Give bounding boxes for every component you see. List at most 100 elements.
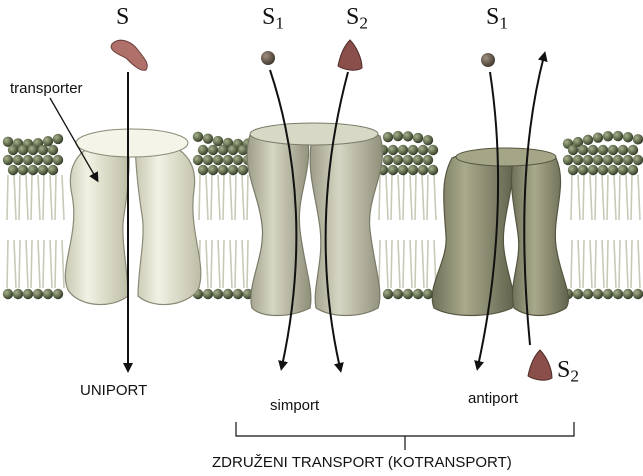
lipid-tail <box>14 175 16 220</box>
lipid-head <box>33 155 43 165</box>
lipid-head <box>48 145 58 155</box>
lipid-head <box>8 145 18 155</box>
lipid-head <box>208 165 218 175</box>
lipid-head <box>38 145 48 155</box>
lipid-tail <box>247 240 248 288</box>
lipid-tail <box>247 175 248 220</box>
lipid-head <box>428 145 438 155</box>
lipid-tail <box>391 175 392 220</box>
lipid-tail <box>62 175 64 220</box>
lipid-tail <box>422 175 424 220</box>
uniport-transporter <box>65 129 201 305</box>
lipid-head <box>8 165 18 175</box>
lipid-tail <box>602 240 604 288</box>
lipid-head <box>228 145 238 155</box>
lipid-head <box>13 289 23 299</box>
label-antiport: antiport <box>468 390 518 407</box>
lipid-head <box>203 289 213 299</box>
lipid-head <box>628 165 638 175</box>
lipid-head <box>223 289 233 299</box>
lipid-head <box>198 165 208 175</box>
label-s1-antiport-sub: 1 <box>499 13 508 32</box>
lipid-head <box>423 289 433 299</box>
lipid-tail <box>619 175 620 220</box>
lipid-head <box>603 155 613 165</box>
label-s: S <box>116 4 129 31</box>
lipid-tail <box>626 240 628 288</box>
lipid-tail <box>427 240 428 288</box>
lipid-head <box>583 135 593 145</box>
lipid-head <box>593 155 603 165</box>
lipid-head <box>218 145 228 155</box>
lipid-tail <box>242 175 244 220</box>
lipid-tail <box>386 240 388 288</box>
lipid-tail <box>31 240 32 288</box>
lipid-tail <box>26 175 28 220</box>
lipid-tail <box>590 175 592 220</box>
lipid-tail <box>218 240 220 288</box>
lipid-tail <box>571 240 572 288</box>
lipid-head <box>388 145 398 155</box>
lipid-head <box>578 145 588 155</box>
lipid-tail <box>626 175 628 220</box>
lipid-head <box>633 134 643 144</box>
lipid-head <box>53 134 63 144</box>
lipid-head <box>633 289 643 299</box>
label-s1-antiport-base: S <box>486 4 499 30</box>
lipid-head <box>603 289 613 299</box>
lipid-head <box>423 155 433 165</box>
lipid-head <box>393 131 403 141</box>
lipid-tail <box>43 175 44 220</box>
lipid-head <box>33 289 43 299</box>
lipid-tail <box>410 240 412 288</box>
lipid-tail <box>638 175 640 220</box>
lipid-tail <box>206 175 208 220</box>
lipid-tail <box>590 240 592 288</box>
lipid-head <box>53 155 63 165</box>
lipid-tail <box>403 240 404 288</box>
lipid-head <box>413 155 423 165</box>
lipid-tail <box>386 175 388 220</box>
lipid-tail <box>211 175 212 220</box>
lipid-head <box>623 132 633 142</box>
lipid-tail <box>410 175 412 220</box>
lipid-head <box>28 165 38 175</box>
lipid-head <box>593 289 603 299</box>
lipid-head <box>413 289 423 299</box>
lipid-head <box>608 145 618 155</box>
label-s-base: S <box>116 4 129 30</box>
lipid-tail <box>379 240 380 288</box>
lipid-tail <box>403 175 404 220</box>
lipid-tail <box>211 240 212 288</box>
lipid-tail <box>583 240 584 288</box>
lipid-tail <box>614 240 616 288</box>
lipid-head <box>583 289 593 299</box>
lipid-head <box>398 145 408 155</box>
lipid-head <box>393 289 403 299</box>
lipid-tail <box>235 240 236 288</box>
lipid-tail <box>595 240 596 288</box>
label-s1-antiport: S1 <box>486 4 508 33</box>
lipid-head <box>608 165 618 175</box>
lipid-head <box>193 132 203 142</box>
lipid-tail <box>415 240 416 288</box>
lipid-tail <box>7 240 8 288</box>
lipid-tail <box>578 175 580 220</box>
label-s1-simport-sub: 1 <box>275 13 284 32</box>
lipid-tail <box>218 175 220 220</box>
lipid-tail <box>50 240 52 288</box>
s1-molecule-simport <box>261 51 275 65</box>
lipid-head <box>203 155 213 165</box>
lipid-tail <box>614 175 616 220</box>
lipid-tail <box>38 240 40 288</box>
lipid-head <box>403 155 413 165</box>
lipid-tail <box>415 175 416 220</box>
label-uniport: UNIPORT <box>80 382 147 399</box>
lipid-head <box>598 165 608 175</box>
lipid-tail <box>199 175 200 220</box>
lipid-tail <box>19 175 20 220</box>
lipid-tail <box>223 240 224 288</box>
lipid-head <box>418 145 428 155</box>
lipid-tail <box>434 175 436 220</box>
lipid-head <box>213 289 223 299</box>
